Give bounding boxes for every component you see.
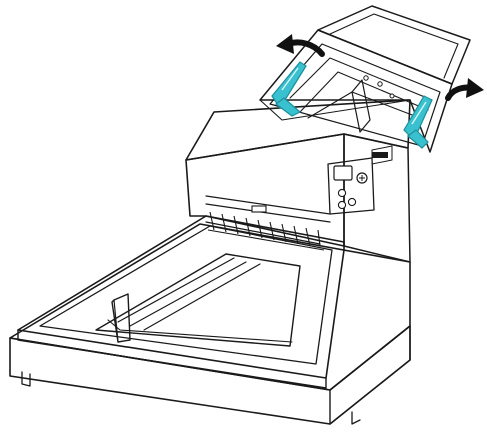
right-paper-guide (403, 95, 433, 149)
lcd-display (333, 165, 353, 181)
base-foot (21, 371, 31, 387)
carriage-rail-top (117, 257, 235, 323)
lid-frame (17, 215, 345, 379)
down-button (347, 197, 357, 207)
front-latch (251, 205, 267, 213)
scan-glass (95, 253, 301, 347)
tray-screw-right (377, 81, 383, 87)
tray-screw-mid (389, 93, 395, 99)
tray-lower-edge (259, 99, 411, 121)
adf-input-tray (259, 5, 471, 165)
power-button (337, 188, 347, 198)
base-right-face (329, 325, 411, 425)
curved-arrow-left-icon (276, 34, 325, 57)
output-tray-fins (207, 211, 325, 251)
document-holder-fold (113, 299, 119, 343)
carriage-rail-mid (129, 261, 247, 327)
feed-rail-2 (299, 71, 429, 113)
lid-front-lip (17, 329, 327, 389)
output-slot (205, 195, 331, 223)
adf-unit (185, 99, 411, 263)
tray-screw-left (363, 75, 369, 81)
base-top-surface (9, 223, 411, 391)
curved-arrow-right-icon (445, 78, 484, 101)
flatbed-base (9, 223, 411, 425)
tray-extension (317, 5, 471, 85)
right-guide-highlight (411, 101, 427, 125)
up-button (337, 200, 347, 210)
carriage-rail-inner (107, 319, 293, 343)
left-guide-base (275, 97, 302, 117)
status-led (372, 152, 388, 158)
base-foot-right (351, 411, 361, 425)
feed-rail-1 (289, 57, 433, 101)
scan-button-glyph (359, 175, 365, 181)
tray-slot (371, 145, 393, 165)
control-panel-face (327, 157, 375, 215)
carriage-rail-bottom (143, 263, 261, 331)
adf-front-face (185, 133, 345, 247)
center-guide (351, 79, 371, 133)
left-arrow-head (276, 34, 294, 54)
right-arrow-head (466, 78, 484, 98)
left-guide-body (271, 61, 307, 110)
adf-top-panel (185, 99, 411, 161)
left-paper-guide (271, 61, 307, 117)
lid-recess (39, 225, 333, 365)
left-guide-highlight (281, 67, 299, 91)
control-panel (327, 152, 388, 215)
right-guide-base (407, 129, 429, 149)
tray-floor (269, 43, 441, 147)
tray-extension-inner (329, 13, 459, 79)
